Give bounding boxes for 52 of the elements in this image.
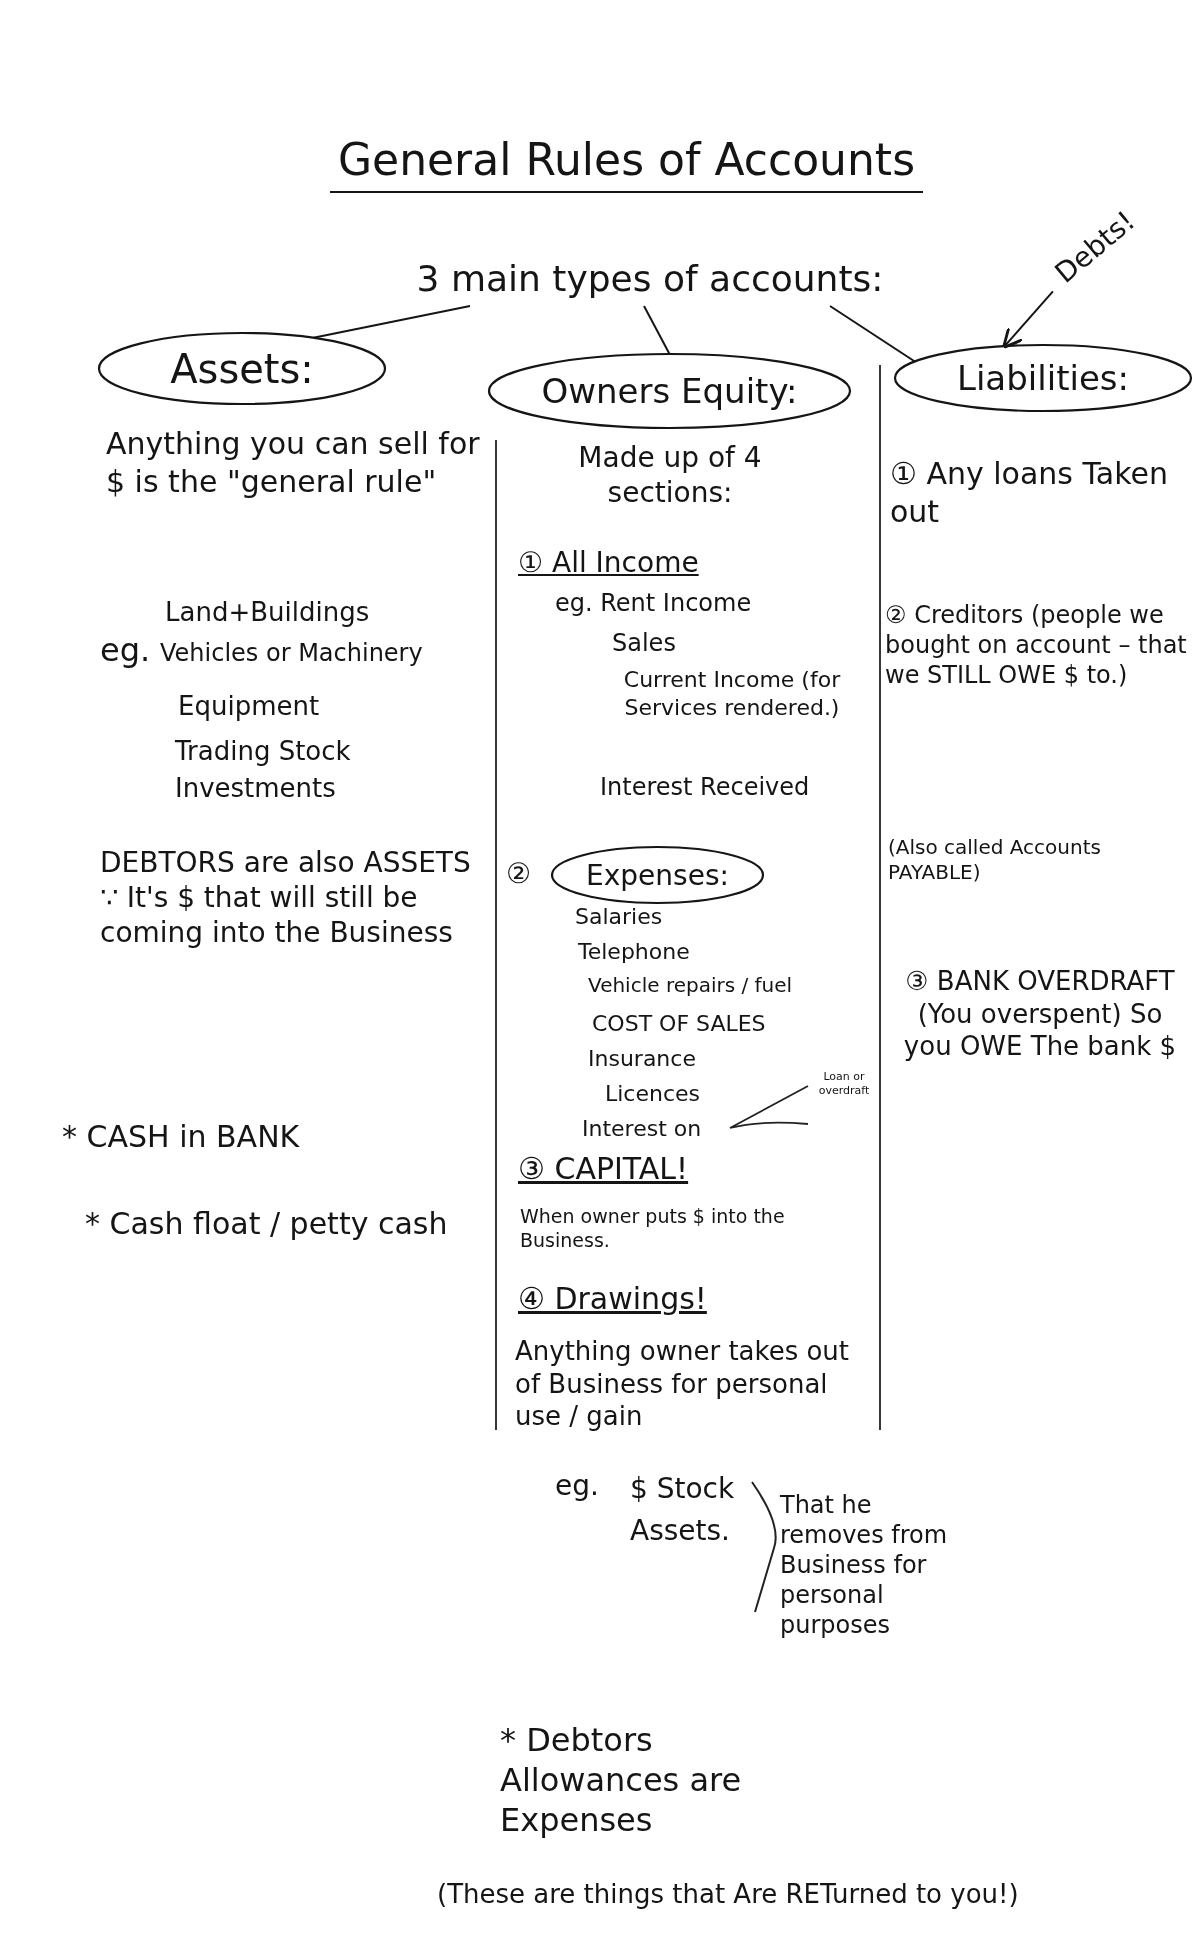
- connector-line: [312, 305, 471, 339]
- note-text: ① All Income: [518, 545, 699, 580]
- oval-outline: [97, 331, 387, 406]
- note-text: ① Any loans Taken out: [890, 455, 1170, 530]
- note-text: Sales: [612, 628, 676, 658]
- note-text: Licences: [605, 1080, 701, 1108]
- oval-outline: [893, 343, 1193, 413]
- heading-text: Owners Equity:: [540, 371, 799, 411]
- note-text: Investments: [175, 772, 336, 805]
- oval-outline: [487, 352, 852, 430]
- note-text: * Debtors Allowances are Expenses: [500, 1720, 743, 1840]
- note-text: eg.: [555, 1468, 599, 1503]
- note-text: Land+Buildings: [165, 596, 370, 629]
- heading-text: Liabilities:: [956, 358, 1130, 398]
- note-text: ③ BANK OVERDRAFT (You overspent) So you OWE The bank $: [902, 965, 1178, 1063]
- note-text: * CASH in BANK: [62, 1118, 300, 1156]
- note-text: Interest on: [582, 1115, 702, 1143]
- note-text: Insurance: [588, 1045, 696, 1073]
- heading-text: Expenses:: [585, 858, 730, 892]
- connector-line: [829, 305, 916, 363]
- connector-line: [643, 305, 671, 355]
- note-text: Current Income (for Services rendered.): [622, 666, 842, 721]
- note-text: (These are things that Are RETurned to you!): [437, 1878, 1019, 1911]
- note-text: * Cash float / petty cash: [85, 1205, 449, 1243]
- note-text: $ Stock Assets.: [630, 1471, 736, 1549]
- note-text: 3 main types of accounts:: [415, 257, 885, 299]
- note-text: COST OF SALES: [592, 1010, 766, 1038]
- note-text: Interest Received: [600, 772, 810, 802]
- note-text: ② Creditors (people we bought on account – that we STILL OWE $ to.): [885, 600, 1188, 690]
- note-text: Salaries: [575, 903, 663, 931]
- note-text: ③ CAPITAL!: [518, 1150, 689, 1188]
- note-text: Telephone: [578, 938, 690, 966]
- note-text: That he removes from Business for personal purposes: [780, 1490, 949, 1640]
- note-text: Vehicles or Machinery: [160, 638, 423, 668]
- note-text: When owner puts $ into the Business.: [520, 1205, 786, 1253]
- note-text: eg.: [100, 630, 151, 670]
- note-text: ④ Drawings!: [518, 1280, 707, 1318]
- note-text: Trading Stock: [175, 735, 351, 768]
- note-text: Loan or overdraft: [817, 1070, 871, 1098]
- arrow: [1002, 290, 1054, 349]
- note-text: Equipment: [178, 690, 320, 723]
- note-text: (Also called Accounts PAYABLE): [888, 835, 1102, 885]
- note-text: Anything owner takes out of Business for personal use / gain: [515, 1335, 851, 1433]
- heading-text: Assets:: [169, 345, 315, 392]
- note-text: Vehicle repairs / fuel: [588, 973, 793, 998]
- note-text: eg. Rent Income: [555, 588, 752, 618]
- oval-outline: [550, 845, 765, 905]
- title: General Rules of Accounts: [330, 132, 924, 193]
- note-text: Made up of 4 sections:: [577, 440, 763, 510]
- note-text: Anything you can sell for $ is the "general rule": [106, 425, 481, 500]
- note-text: DEBTORS are also ASSETS ∵ It's $ that will still be coming into the Business: [100, 845, 472, 950]
- section-number: ②: [506, 856, 532, 891]
